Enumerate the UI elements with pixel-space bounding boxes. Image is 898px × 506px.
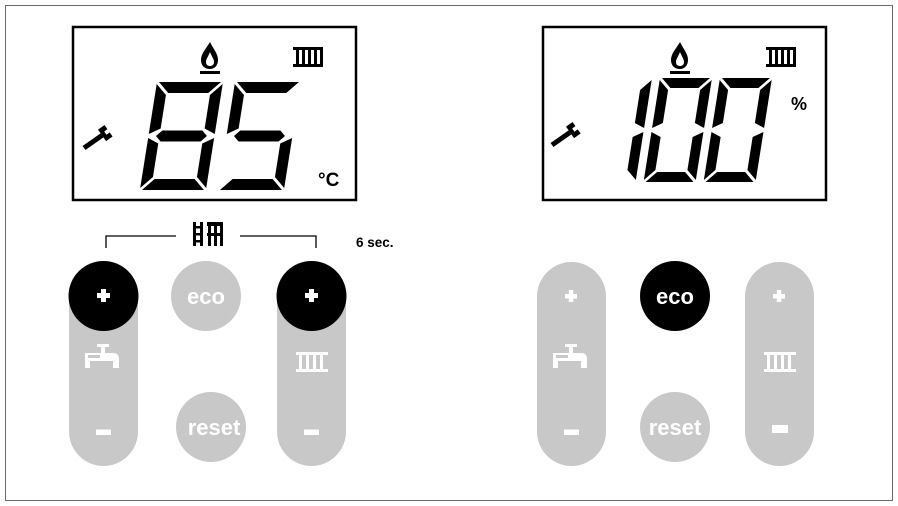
eco-button[interactable]: eco: [640, 261, 710, 331]
segment-a: [662, 78, 710, 88]
dhw-control: [68, 261, 139, 466]
digit-0: [643, 78, 712, 182]
segment-b: [694, 80, 712, 128]
heating-plus-button[interactable]: [276, 261, 347, 331]
digit-0: [703, 78, 772, 182]
tap-icon: [85, 344, 119, 368]
segment-a: [237, 82, 299, 93]
dhw-slider-track: [537, 262, 606, 466]
radiator-icon: [293, 47, 323, 67]
combo-bracket: [105, 235, 317, 248]
radiator-icon: [766, 47, 796, 67]
digit-5: [219, 82, 299, 190]
reset-button[interactable]: reset: [176, 392, 246, 462]
dhw-minus-button[interactable]: [96, 427, 111, 435]
segment-d: [141, 179, 204, 190]
segment-g: [233, 130, 285, 142]
segment-f: [226, 84, 244, 134]
segment-c: [627, 132, 644, 180]
segment-b: [754, 80, 772, 128]
right-panel: % eco reset: [537, 25, 828, 466]
reset-button[interactable]: reset: [640, 392, 710, 462]
dhw-plus-button[interactable]: [68, 261, 139, 331]
segment-f: [652, 80, 669, 128]
flame-icon: [200, 42, 220, 74]
diagram-frame: [5, 5, 893, 501]
dhw-plus-button[interactable]: [565, 290, 577, 302]
svg-text:reset: reset: [188, 415, 241, 440]
svg-text:eco: eco: [656, 284, 694, 309]
heating-minus-button[interactable]: [772, 425, 788, 433]
eco-button[interactable]: eco: [171, 261, 241, 331]
modulation-readout: [627, 78, 772, 182]
segment-f: [148, 84, 166, 134]
segment-c: [196, 138, 215, 188]
segment-f: [712, 80, 729, 128]
dhw-control: [537, 262, 606, 466]
svg-text:eco: eco: [187, 284, 225, 309]
segment-d: [645, 172, 694, 182]
radiator-icon: [296, 352, 328, 372]
segment-b: [634, 80, 652, 128]
segment-a: [722, 78, 770, 88]
heating-control: [745, 262, 814, 466]
tap-icon: [553, 344, 587, 368]
flame-icon: [670, 42, 690, 74]
digit-1: [627, 80, 652, 180]
segment-c: [747, 132, 764, 180]
segment-b: [204, 84, 223, 134]
temperature-readout: [140, 82, 299, 190]
timer-label: 6 sec.: [356, 235, 394, 250]
heating-slider-track: [745, 262, 814, 466]
modulation-unit: %: [791, 94, 807, 114]
segment-e: [703, 132, 721, 180]
heating-plus-button[interactable]: [773, 290, 785, 302]
dhw-minus-button[interactable]: [564, 427, 579, 435]
segment-e: [140, 138, 159, 188]
segment-d: [219, 179, 282, 190]
segment-a: [159, 82, 221, 93]
radiator-icon: [764, 352, 796, 372]
segment-c: [687, 132, 704, 180]
segment-c: [274, 138, 293, 188]
segment-g: [155, 130, 207, 142]
temperature-unit: °C: [318, 170, 340, 191]
heating-control: [276, 261, 347, 466]
heating-minus-button[interactable]: [304, 427, 319, 435]
svg-text:reset: reset: [649, 415, 702, 440]
digit-8: [140, 82, 223, 190]
segment-e: [643, 132, 661, 180]
segment-d: [705, 172, 754, 182]
comfort-radiator-icon: [193, 222, 223, 246]
left-panel: °C 6 sec.: [68, 25, 394, 466]
